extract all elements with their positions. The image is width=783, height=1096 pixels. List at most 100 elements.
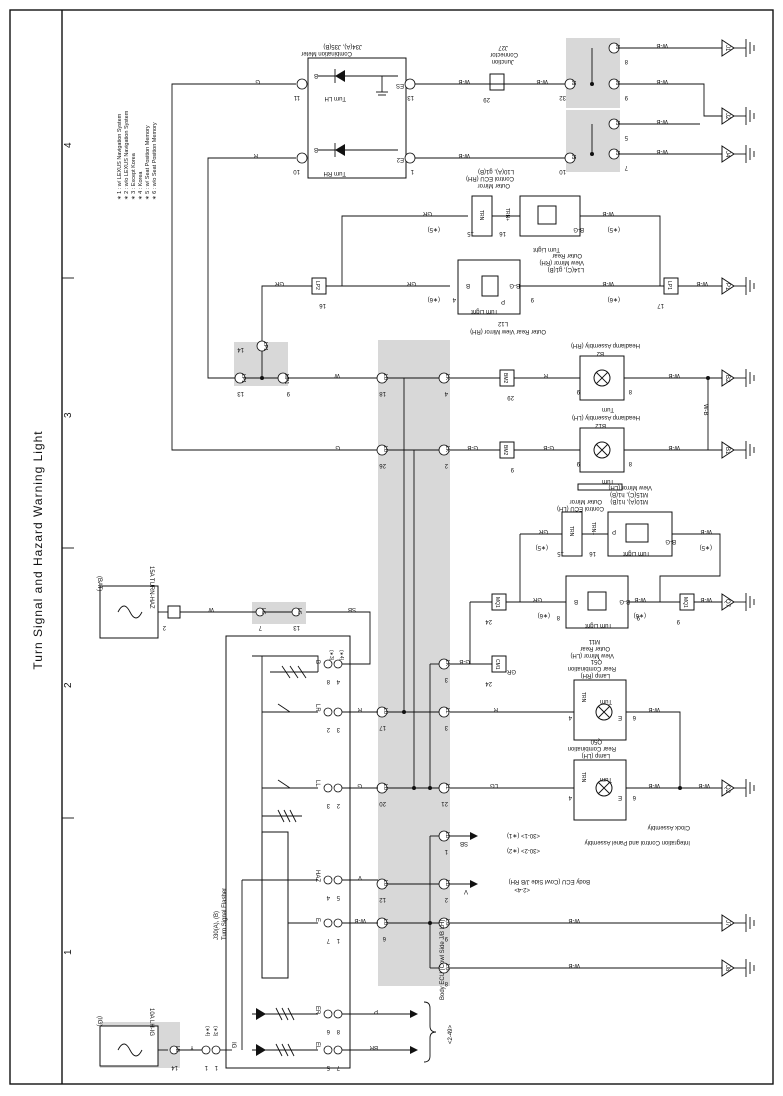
svg-text:Turn Light: Turn Light [585,622,612,628]
svg-text:P1: P1 [724,283,730,291]
section-ruler: 1 2 3 4 [62,142,74,955]
svg-text:18: 18 [379,390,386,396]
section-2: 2 [63,682,74,688]
svg-text:9: 9 [636,614,640,620]
svg-text:J5: J5 [614,120,620,126]
svg-text:2: 2 [336,802,340,808]
rh-mirror-circuit: LP1 MP1 LP1 13 9 14 W GR LP2 16 GR GR (∗… [234,168,722,396]
svg-text:LD: LD [444,832,450,839]
meter-wiring: J8 J8 J8 J5 J5 J5 32 8 9 5 10 7 11 10 13… [293,42,722,174]
svg-text:<30-2> (∗2): <30-2> (∗2) [507,847,540,853]
svg-text:4: 4 [568,714,572,720]
svg-text:W-B: W-B [568,917,580,923]
svg-text:∗ 5 : w/ Seat Position Memory: ∗ 5 : w/ Seat Position Memory [145,125,151,200]
svg-text:16: 16 [589,550,596,556]
svg-text:Clock Assembly: Clock Assembly [648,824,690,830]
svg-text:W-B: W-B [602,210,614,216]
svg-text:6: 6 [632,794,636,800]
svg-text:24: 24 [485,618,492,624]
svg-text:W-B: W-B [702,404,708,416]
svg-text:E: E [314,918,320,922]
svg-text:Turn Light: Turn Light [623,550,650,556]
svg-text:15: 15 [467,230,474,236]
svg-text:1: 1 [444,848,448,854]
svg-text:LU: LU [382,374,388,381]
svg-text:G-B: G-B [459,658,470,664]
svg-text:W-B: W-B [698,782,710,788]
svg-text:SB: SB [348,606,356,612]
svg-text:17: 17 [657,302,664,308]
svg-text:TRN: TRN [478,210,484,221]
svg-text:9: 9 [286,390,290,396]
turn-haz-fuse: (BAT) 15A TURN-HAZ 2 W LC LC 7 13 [96,566,302,639]
svg-text:B12: B12 [595,422,606,428]
svg-text:Control ECU (LH): Control ECU (LH) [557,505,604,511]
svg-text:LL: LL [444,784,450,790]
svg-text:Q51: Q51 [590,658,602,664]
svg-text:V: V [358,874,362,880]
svg-text:ER: ER [314,1006,320,1015]
svg-text:5: 5 [624,134,628,140]
svg-text:(∗3): (∗3) [328,650,334,661]
svg-text:MQ1: MQ1 [682,597,688,608]
svg-text:B2: B2 [724,375,730,383]
svg-text:3: 3 [336,726,340,732]
variant-notes: ∗ 1 : w/ LEXUS Navigation System ∗ 2 : w… [117,110,158,200]
junction-block-pins: LU LK LU LK LK LU LL LU LL LD LU LD LU L… [376,372,450,986]
junction-connector-j27: Junction Connector J27 29 [483,44,518,102]
svg-text:View Mirror (RH): View Mirror (RH) [539,259,584,265]
svg-text:J8: J8 [614,80,620,86]
svg-text:SB: SB [460,840,468,846]
svg-text:TRN: TRN [580,692,586,703]
svg-text:LU: LU [382,919,388,926]
svg-text:BM2: BM2 [502,373,508,384]
svg-text:∗ 4 : Korea: ∗ 4 : Korea [138,171,144,200]
svg-text:(∗6): (∗6) [608,296,620,302]
svg-text:12: 12 [379,896,386,902]
svg-text:LP1: LP1 [262,342,268,351]
svg-text:(BAT): (BAT) [96,576,102,591]
svg-text:20: 20 [379,800,386,806]
svg-text:E2: E2 [396,156,404,162]
svg-text:26: 26 [379,462,386,468]
svg-text:Turn: Turn [600,776,612,782]
svg-text:R: R [543,372,548,378]
turn-signal-flasher: J30(A), (B) Turn Signal Flasher B LR LL … [201,635,351,1070]
svg-text:E: E [618,794,622,800]
combination-meter-box [307,57,407,179]
svg-text:View Mirror (LH): View Mirror (LH) [570,652,614,658]
svg-text:Lamp (LH): Lamp (LH) [582,752,610,758]
svg-text:2: 2 [444,896,448,902]
svg-text:W-B: W-B [700,528,712,534]
svg-text:W-B: W-B [696,280,708,286]
svg-text:Turn Light: Turn Light [471,308,498,314]
svg-text:J5: J5 [614,150,620,156]
svg-text:W: W [208,606,214,612]
svg-text:P: P [374,1008,378,1014]
headlamp-circuit: BM2 29 R Turn 9 8 B2 Headlamp Assembly (… [450,342,722,484]
svg-text:9: 9 [576,460,580,466]
svg-text:TRN: TRN [580,772,586,783]
svg-text:B-G: B-G [573,226,584,232]
svg-text:4: 4 [452,296,456,302]
svg-text:Outer Mirror: Outer Mirror [478,182,510,188]
svg-text:Outer Mirror: Outer Mirror [570,498,602,504]
svg-text:Outer Rear: Outer Rear [552,252,582,258]
svg-text:(∗6): (∗6) [634,612,646,618]
svg-text:M15(C), h1(B): M15(C), h1(B) [610,491,648,497]
svg-text:V: V [464,888,468,894]
svg-text:13: 13 [237,390,244,396]
svg-text:Lamp (RH): Lamp (RH) [581,672,610,678]
svg-text:8: 8 [556,614,560,620]
svg-text:Turn: Turn [602,478,614,484]
svg-text:G: G [335,444,340,450]
meter-feed-wiring: G R G [171,78,378,451]
svg-text:W-B: W-B [648,782,660,788]
lh-ig-fuse-box [99,1025,159,1067]
svg-text:GR: GR [532,596,542,602]
svg-text:Headlamp Assembly (RH): Headlamp Assembly (RH) [571,342,640,348]
svg-text:11: 11 [293,94,300,100]
svg-text:Q50: Q50 [590,738,602,744]
svg-text:(IG): (IG) [96,1016,102,1026]
svg-text:4: 4 [336,678,340,684]
